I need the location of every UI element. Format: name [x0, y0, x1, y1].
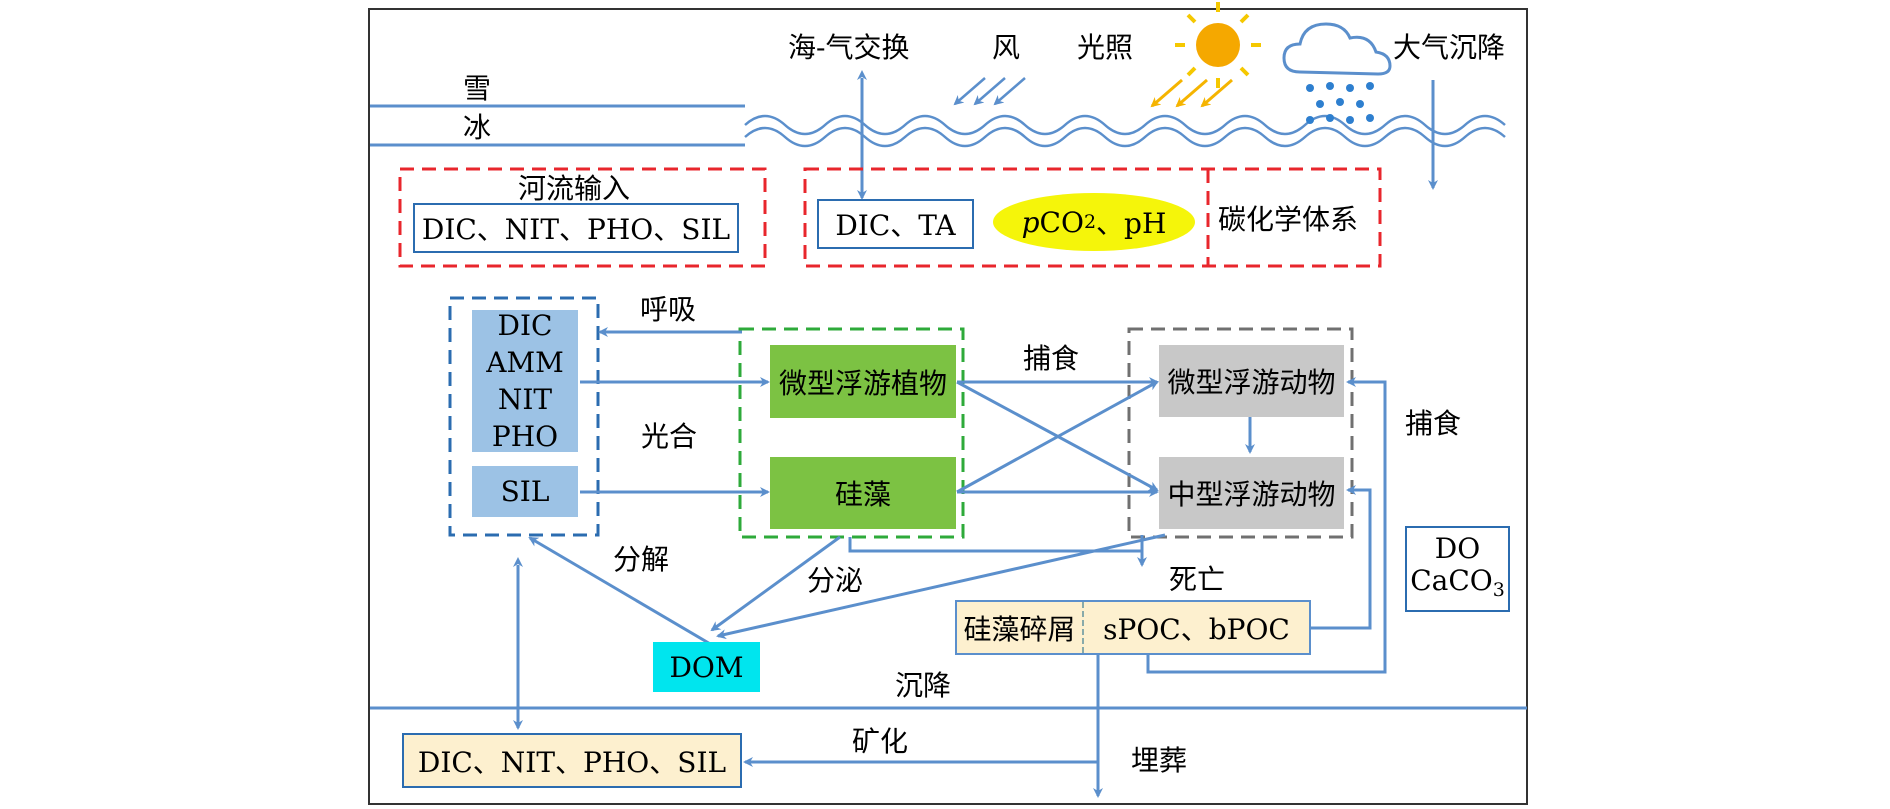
micro-zooplankton-box: 微型浮游动物	[1159, 345, 1344, 417]
do-caco3-box: DO CaCO3	[1405, 526, 1510, 612]
light-arrows-icon	[1150, 78, 1233, 108]
ice-label: 冰	[463, 111, 492, 144]
photosynthesis-label: 光合	[641, 420, 698, 453]
decomposition-label: 分解	[613, 543, 670, 576]
silicate-box: SIL	[472, 466, 578, 517]
air-sea-exchange-label: 海-气交换	[788, 31, 910, 64]
diatom-box: 硅藻	[770, 457, 956, 529]
death-label: 死亡	[1169, 563, 1226, 596]
zoo-group-frame	[1127, 327, 1354, 539]
nutrient-nit: NIT	[497, 383, 553, 416]
caco3-sub: 3	[1492, 578, 1505, 601]
grazing-label-top: 捕食	[1023, 342, 1080, 375]
detritus-box: 硅藻碎屑 sPOC、bPOC	[955, 600, 1311, 655]
river-input-title: 河流输入	[518, 172, 631, 205]
outer-frame	[368, 8, 1528, 805]
wind-arrows-icon	[953, 77, 1026, 106]
caco3-main: CaCO	[1410, 563, 1493, 597]
excretion-label: 分泌	[807, 564, 864, 597]
wind-label: 风	[992, 31, 1021, 64]
dic-ta-box: DIC、TA	[817, 199, 974, 249]
burial-label: 埋葬	[1131, 744, 1188, 777]
sea-surface-wave	[744, 114, 1506, 136]
nutrient-pho: PHO	[491, 420, 559, 453]
river-input-frame	[398, 167, 767, 268]
atm-deposition-label: 大气沉降	[1393, 31, 1506, 64]
do-label: DO	[1434, 531, 1481, 565]
excretion-arrows	[710, 533, 1166, 640]
diatom-debris-label: 硅藻碎屑	[957, 602, 1084, 653]
rain-cloud-icon	[1282, 22, 1392, 124]
pco2-main: CO	[1039, 205, 1084, 239]
grazing-arrows	[956, 377, 1255, 497]
nutrient-amm: AMM	[486, 346, 564, 379]
micro-phytoplankton-box: 微型浮游植物	[770, 345, 956, 418]
sinking-label: 沉降	[895, 669, 952, 702]
nutrient-group-frame	[448, 296, 600, 537]
nutrient-dic: DIC	[497, 309, 553, 342]
death-arrows	[848, 535, 1147, 567]
sea-surface-wave-inner	[744, 126, 1506, 148]
snow-label: 雪	[463, 72, 492, 105]
sun-icon	[1175, 2, 1261, 88]
river-input-nutrients: DIC、NIT、PHO、SIL	[413, 203, 739, 253]
sediment-nutrients-box: DIC、NIT、PHO、SIL	[402, 733, 742, 788]
detritus-feedback-arrows	[1146, 377, 1387, 674]
respiration-label: 呼吸	[640, 293, 697, 326]
mineralization-label: 矿化	[852, 725, 909, 758]
phyto-group-frame	[738, 327, 965, 539]
pco2-suffix: 、pH	[1096, 207, 1167, 240]
grazing-label-right: 捕食	[1405, 407, 1462, 440]
light-label: 光照	[1077, 31, 1134, 64]
pco2-sub: 2	[1083, 211, 1097, 233]
caco3-label: CaCO3	[1410, 563, 1505, 606]
carbonate-system-frame	[803, 167, 1382, 268]
dom-box: DOM	[653, 642, 760, 692]
meso-zooplankton-box: 中型浮游动物	[1159, 457, 1344, 529]
decomposition-arrow	[528, 536, 713, 647]
carbonate-system-label: 碳化学体系	[1218, 203, 1359, 236]
nutrient-box: DIC AMM NIT PHO	[472, 309, 578, 453]
poc-label: sPOC、bPOC	[1103, 612, 1290, 646]
pco2-prefix: p	[1021, 205, 1040, 239]
